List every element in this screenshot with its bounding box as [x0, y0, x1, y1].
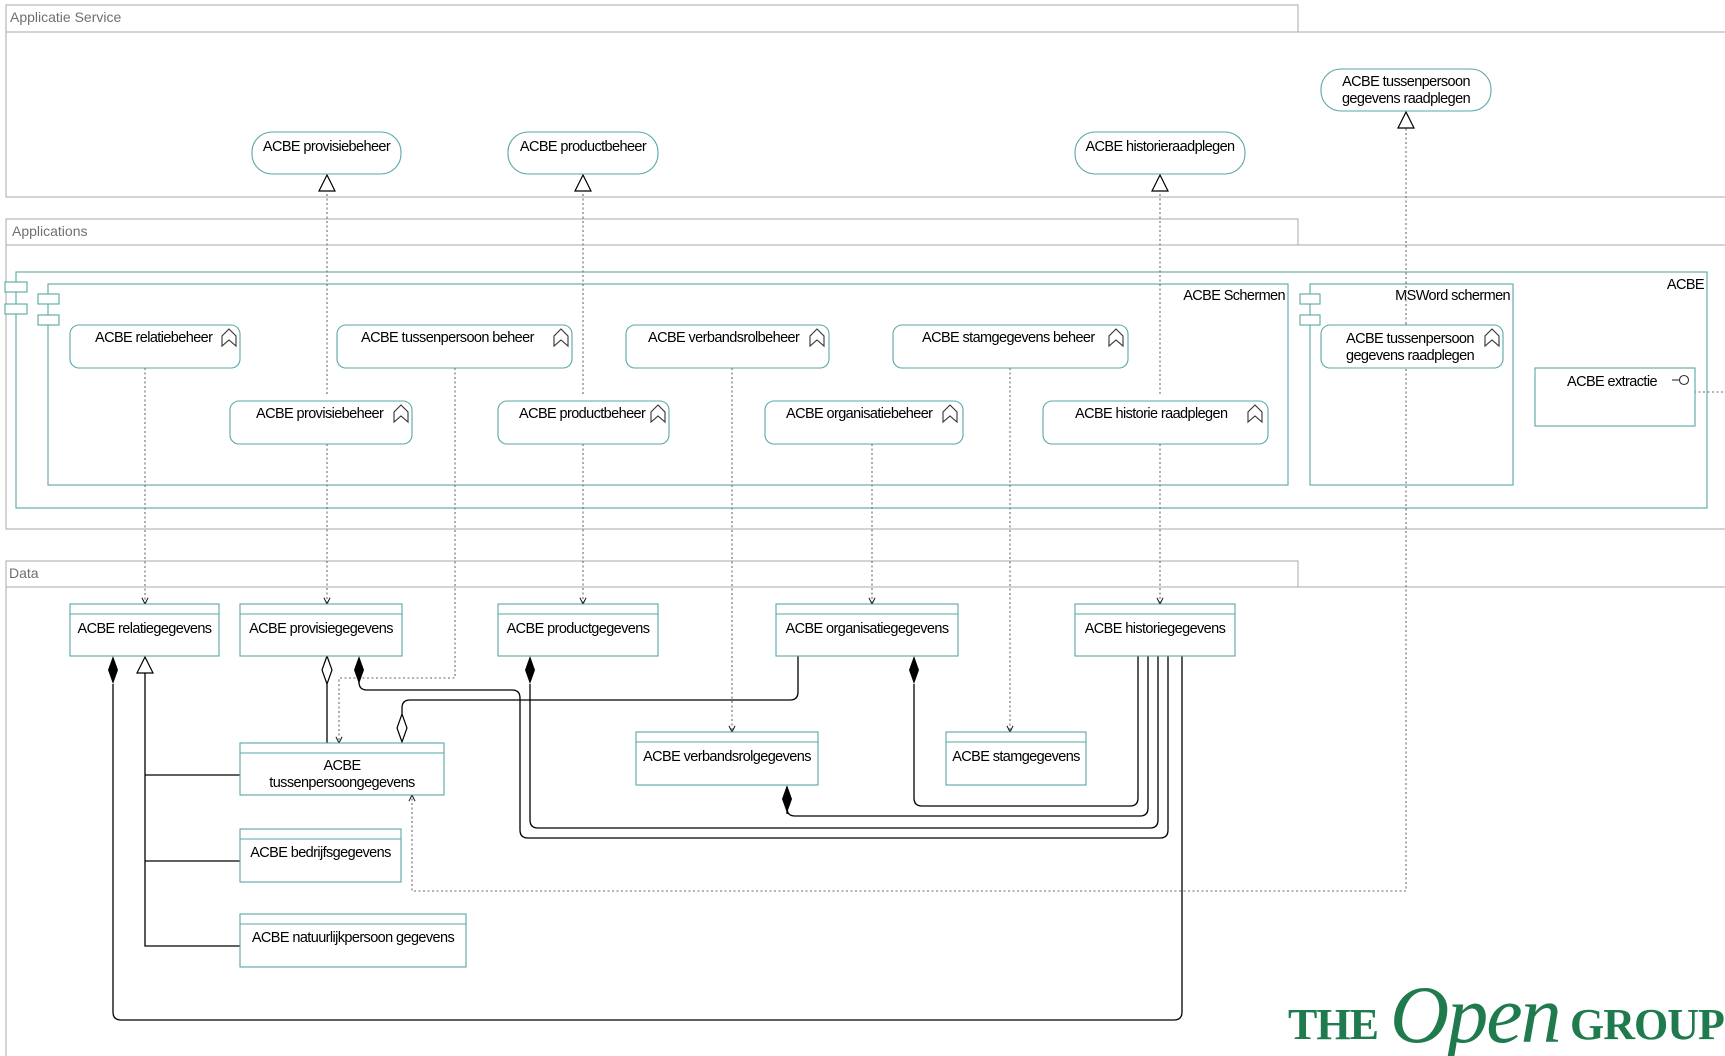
service-historieraadplegen-label: ACBE historieraadplegen	[1085, 139, 1235, 155]
data-productgegevens-label: ACBE productgegevens	[507, 621, 650, 637]
composition-historie-product	[525, 656, 1159, 829]
specialization-relatie	[136, 655, 240, 947]
data-organisatiegegevens-label: ACBE organisatiegegevens	[786, 621, 949, 637]
relationships	[108, 110, 1725, 1021]
composition-historie-verbandsrol	[782, 656, 1149, 817]
service-historieraadplegen[interactable]: ACBE historieraadplegen	[1074, 131, 1246, 175]
function-icon	[1484, 328, 1500, 348]
service-tussenpersoon-raadplegen[interactable]: ACBE tussenpersoon gegevens raadplegen	[1320, 68, 1492, 112]
function-verbandsrolbeheer-label: ACBE verbandsrolbeheer	[648, 330, 800, 346]
lane-data: Data	[5, 560, 1725, 1056]
component-schermen-title: ACBE Schermen	[1183, 288, 1285, 304]
data-natuurlijkpersoon-label: ACBE natuurlijkpersoon gegevens	[252, 930, 455, 946]
function-stamgegevens-beheer-label: ACBE stamgegevens beheer	[922, 330, 1095, 346]
data-provisiegegevens[interactable]: ACBE provisiegegevens	[239, 603, 403, 657]
composition-historie-provisie	[354, 656, 1169, 839]
component-msword-schermen[interactable]: MSWord schermen	[1299, 283, 1514, 486]
function-tp-raadplegen-label-1: ACBE tussenpersoon	[1346, 331, 1474, 347]
data-historiegegevens[interactable]: ACBE historiegegevens	[1074, 603, 1236, 657]
data-provisiegegevens-label: ACBE provisiegegevens	[249, 621, 393, 637]
interface-extractie-label: ACBE extractie	[1567, 374, 1657, 390]
service-productbeheer[interactable]: ACBE productbeheer	[507, 131, 659, 175]
logo-the: THE	[1288, 1000, 1378, 1049]
function-verbandsrolbeheer[interactable]: ACBE verbandsrolbeheer	[625, 324, 830, 369]
function-icon	[809, 328, 825, 348]
data-tussenpersoon-label-2: tussenpersoongegevens	[269, 775, 415, 791]
data-relatiegegevens-label: ACBE relatiegegevens	[78, 621, 212, 637]
function-tussenpersoon-beheer-label: ACBE tussenpersoon beheer	[361, 330, 535, 346]
function-icon	[221, 328, 237, 348]
function-tussenpersoon-beheer[interactable]: ACBE tussenpersoon beheer	[336, 324, 573, 369]
data-relatiegegevens[interactable]: ACBE relatiegegevens	[69, 603, 220, 657]
function-tussenpersoon-raadplegen[interactable]: ACBE tussenpersoon gegevens raadplegen	[1320, 324, 1504, 369]
data-stamgegevens[interactable]: ACBE stamgegevens	[945, 731, 1087, 786]
data-verbandsrolgegevens-label: ACBE verbandsrolgegevens	[643, 749, 811, 765]
function-productbeheer-label: ACBE productbeheer	[519, 406, 646, 422]
interface-icon	[1678, 374, 1690, 386]
function-icon	[553, 328, 569, 348]
realization-provisiebeheer	[318, 173, 336, 394]
function-relatiebeheer-label: ACBE relatiebeheer	[95, 330, 213, 346]
function-productbeheer[interactable]: ACBE productbeheer	[497, 400, 670, 445]
component-acbe-title: ACBE	[1667, 277, 1705, 293]
aggregation-organisatie-tussenpersoon	[396, 656, 799, 744]
data-historiegegevens-label: ACBE historiegegevens	[1085, 621, 1226, 637]
function-tp-raadplegen-label-2: gegevens raadplegen	[1346, 348, 1475, 364]
realization-tussenpersoon-raadplegen	[1397, 110, 1415, 324]
data-productgegevens[interactable]: ACBE productgegevens	[497, 603, 659, 657]
access-tussenpersoon-beheer	[339, 368, 456, 743]
logo-group: GROUP	[1570, 1000, 1724, 1049]
data-organisatiegegevens[interactable]: ACBE organisatiegegevens	[775, 603, 959, 657]
function-historie-raadplegen[interactable]: ACBE historie raadplegen	[1042, 400, 1269, 445]
realization-historieraadplegen	[1151, 173, 1169, 394]
lane-applications-label: Applications	[12, 223, 88, 239]
function-icon	[393, 404, 409, 424]
function-icon	[650, 404, 666, 424]
data-verbandsrolgegevens[interactable]: ACBE verbandsrolgegevens	[635, 731, 819, 786]
data-natuurlijkpersoon[interactable]: ACBE natuurlijkpersoon gegevens	[239, 913, 467, 968]
service-tp-label-1: ACBE tussenpersoon	[1342, 74, 1470, 90]
service-provisiebeheer[interactable]: ACBE provisiebeheer	[251, 131, 402, 175]
data-tussenpersoon-label-1: ACBE	[323, 758, 361, 774]
function-historie-raadplegen-label: ACBE historie raadplegen	[1075, 406, 1228, 422]
function-icon	[1247, 404, 1263, 424]
function-icon	[942, 404, 958, 424]
interface-extractie[interactable]: ACBE extractie	[1534, 367, 1696, 427]
access-tussenpersoon-raadplegen	[412, 324, 1407, 892]
open-group-logo: THE Open GROUP	[1288, 969, 1725, 1056]
service-productbeheer-label: ACBE productbeheer	[520, 139, 647, 155]
service-provisiebeheer-label: ACBE provisiebeheer	[263, 139, 391, 155]
data-bedrijfsgegevens-label: ACBE bedrijfsgegevens	[250, 845, 391, 861]
function-stamgegevens-beheer[interactable]: ACBE stamgegevens beheer	[892, 324, 1129, 369]
component-msword-title: MSWord schermen	[1395, 288, 1510, 304]
data-stamgegevens-label: ACBE stamgegevens	[952, 749, 1080, 765]
function-provisiebeheer[interactable]: ACBE provisiebeheer	[229, 400, 413, 445]
composition-historie-organisatie	[909, 656, 1139, 807]
component-acbe-schermen[interactable]: ACBE Schermen	[37, 283, 1289, 486]
function-icon	[1108, 328, 1124, 348]
data-tussenpersoongegevens[interactable]: ACBE tussenpersoongegevens	[239, 742, 445, 796]
lane-service-label: Applicatie Service	[10, 9, 121, 25]
aggregation-provisie-tussenpersoon	[321, 654, 333, 743]
lane-data-label: Data	[9, 565, 39, 581]
function-organisatiebeheer[interactable]: ACBE organisatiebeheer	[764, 400, 964, 445]
data-bedrijfsgegevens[interactable]: ACBE bedrijfsgegevens	[239, 828, 402, 883]
function-organisatiebeheer-label: ACBE organisatiebeheer	[786, 406, 933, 422]
function-relatiebeheer[interactable]: ACBE relatiebeheer	[69, 324, 241, 369]
function-provisiebeheer-label: ACBE provisiebeheer	[256, 406, 384, 422]
logo-open: Open	[1390, 969, 1560, 1056]
composition-historie-relatie	[108, 656, 1183, 1021]
realization-productbeheer	[574, 173, 592, 394]
service-tp-label-2: gegevens raadplegen	[1342, 91, 1471, 107]
